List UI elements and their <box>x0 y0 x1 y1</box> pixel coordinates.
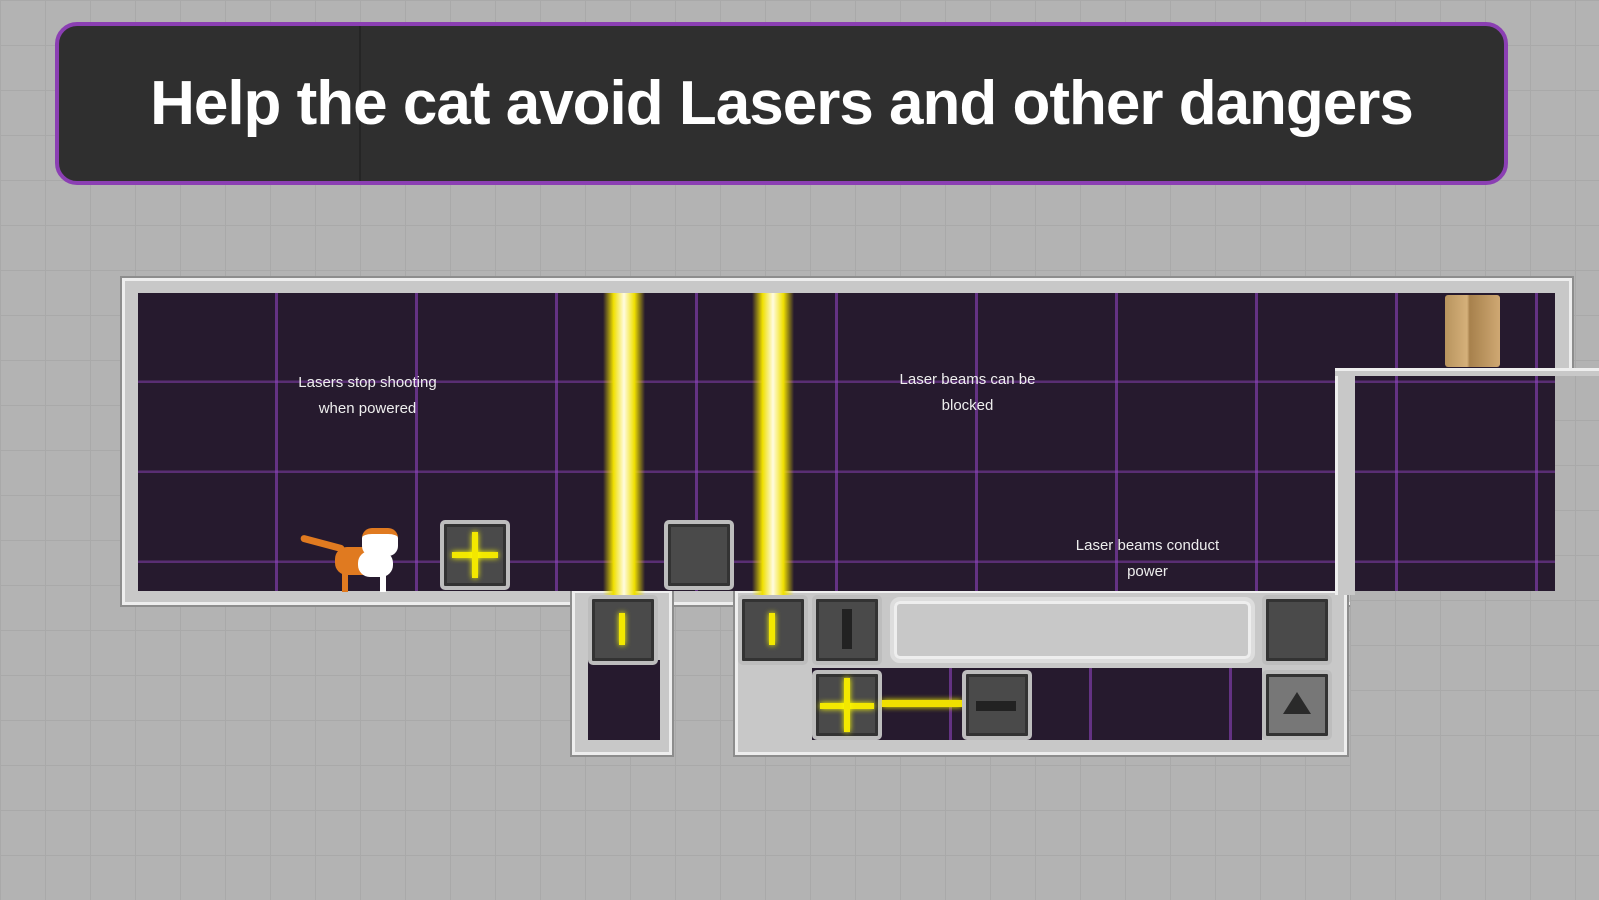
power-node-lower <box>812 670 882 740</box>
pushable-block[interactable] <box>664 520 734 590</box>
room-wall-right <box>1335 370 1355 595</box>
pit-room <box>588 660 660 740</box>
laser-emitter-2 <box>738 595 808 665</box>
up-arrow-icon <box>1283 692 1311 714</box>
tutorial-banner: Help the cat avoid Lasers and other dang… <box>55 22 1508 185</box>
up-arrow-switch[interactable] <box>1262 670 1332 740</box>
ledge <box>1335 368 1599 376</box>
exit-door-box[interactable] <box>1445 295 1500 367</box>
dark-block <box>1262 595 1332 665</box>
cat-character <box>299 525 405 593</box>
laser-emitter-off <box>812 595 882 665</box>
platform-bar <box>890 597 1255 663</box>
laser-beam-1 <box>603 293 645 598</box>
laser-emitter-side <box>962 670 1032 740</box>
banner-title: Help the cat avoid Lasers and other dang… <box>150 69 1414 138</box>
conducted-beam <box>882 700 962 707</box>
power-node-block[interactable] <box>440 520 510 590</box>
laser-emitter-1 <box>588 595 658 665</box>
laser-beam-2 <box>752 293 794 598</box>
